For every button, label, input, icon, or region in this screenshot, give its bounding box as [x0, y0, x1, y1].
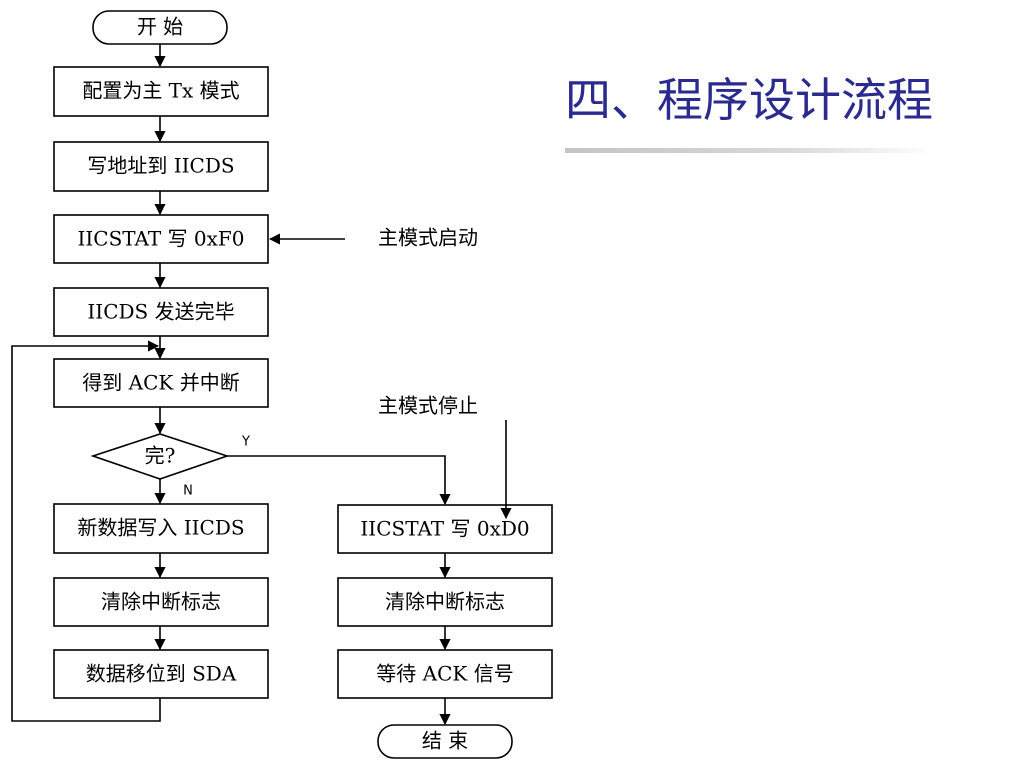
decision-label: 完?	[145, 444, 176, 468]
step-iicstat-d0-label: IICSTAT 写 0xD0	[360, 517, 529, 541]
step-write-data-label: 新数据写入 IICDS	[77, 516, 244, 540]
step-iicstat-f0-box	[53, 214, 269, 264]
step-clear-int-left-label: 清除中断标志	[101, 590, 221, 614]
step-iicstat-f0-label: IICSTAT 写 0xF0	[77, 227, 244, 251]
step-wait-ack-box	[337, 649, 553, 699]
decision-no-label: N	[183, 484, 193, 499]
step-send-done-box	[53, 287, 269, 337]
step-clear-int-right-label: 清除中断标志	[385, 590, 505, 614]
connector-yes	[227, 455, 451, 506]
slide-title: 四、程序设计流程	[565, 73, 933, 127]
step-wait-ack-label: 等待 ACK 信号	[376, 662, 513, 686]
step-write-addr-label: 写地址到 IICDS	[87, 154, 234, 178]
step-configure-label: 配置为主 Tx 模式	[82, 79, 239, 103]
step-clear-int-right-box	[337, 577, 553, 627]
step-shift-sda-box	[53, 649, 269, 699]
step-get-ack-label: 得到 ACK 并中断	[82, 371, 239, 395]
step-clear-int-left-box	[53, 577, 269, 627]
annotation-master-stop: 主模式停止	[378, 394, 478, 418]
step-write-data-box	[53, 503, 269, 554]
start-label: 开 始	[137, 15, 183, 39]
step-get-ack-box	[53, 358, 269, 408]
annotation-master-start: 主模式启动	[378, 226, 478, 250]
step-write-addr-box	[53, 141, 269, 192]
step-send-done-label: IICDS 发送完毕	[87, 300, 234, 324]
loop-back-connector	[11, 340, 161, 722]
title-underline	[565, 148, 935, 153]
end-label: 结 束	[422, 729, 468, 753]
decision-yes-label: Y	[241, 435, 250, 450]
step-shift-sda-label: 数据移位到 SDA	[86, 662, 237, 686]
